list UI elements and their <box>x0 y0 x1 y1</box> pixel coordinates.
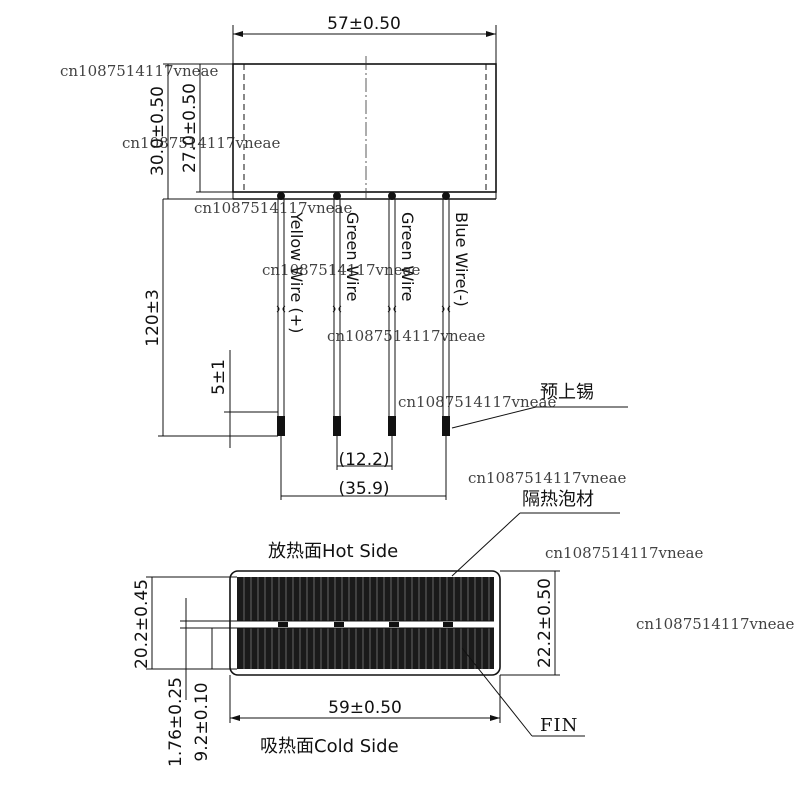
band-connectors <box>278 622 453 627</box>
foam-leader <box>451 512 521 577</box>
watermark-7: cn1087514117vneae <box>468 469 626 487</box>
watermark-3: cn1087514117vneae <box>194 199 352 217</box>
pretin-label: 预上锡 <box>540 382 594 403</box>
wire-green-2 <box>387 192 397 436</box>
watermark-5: cn1087514117vneae <box>327 327 485 345</box>
wire-label-yellow: Yellow Wire (+) <box>287 211 306 333</box>
center-band <box>237 621 494 628</box>
wire-label-green-2: Green Wire <box>398 212 417 302</box>
wire-label-green-1: Green Wire <box>343 212 362 302</box>
dim-left-height-label: 20.2±0.45 <box>132 579 152 669</box>
watermark-4: cn1087514117vneae <box>262 261 420 279</box>
watermarks: cn1087514117vneae cn1087514117vneae cn10… <box>60 62 794 633</box>
dim-half-label: 9.2±0.10 <box>192 682 212 761</box>
side-view: 57±0.50 30.0±0.50 27.0±0.50 <box>143 14 628 500</box>
hot-panel <box>237 577 494 621</box>
wire-blue <box>441 192 451 436</box>
foam-label: 隔热泡材 <box>522 489 594 510</box>
dim-width-label: 57±0.50 <box>327 14 401 34</box>
module-body <box>232 63 497 193</box>
dim-total-height-label: 30.0±0.50 <box>148 86 168 176</box>
watermark-9: cn1087514117vneae <box>636 615 794 633</box>
hot-side-label: 放热面Hot Side <box>268 541 398 562</box>
dim-body-height-label: 27.0±0.50 <box>180 83 200 173</box>
top-view: 放热面Hot Side 隔热泡材 <box>132 489 620 767</box>
wire-green-1 <box>332 192 342 436</box>
watermark-2: cn1087514117vneae <box>122 134 280 152</box>
cold-panel <box>237 628 494 669</box>
watermark-6: cn1087514117vneae <box>398 393 556 411</box>
fin-label: FIN <box>540 715 578 736</box>
dim-outer-pitch-label: (35.9) <box>338 479 389 499</box>
wire-yellow <box>276 192 286 436</box>
dim-gap-label: 1.76±0.25 <box>166 677 186 767</box>
pretin-leader <box>451 406 537 429</box>
dim-lead-label: 120±3 <box>143 289 163 347</box>
dim-bottom-width-label: 59±0.50 <box>328 698 402 718</box>
dim-tin-label: 5±1 <box>209 359 229 395</box>
module-frame <box>229 570 501 676</box>
dim-right-height-label: 22.2±0.50 <box>535 578 555 668</box>
watermark-1: cn1087514117vneae <box>60 62 218 80</box>
dim-inner-pitch-label: (12.2) <box>338 450 389 470</box>
wire-label-blue: Blue Wire(-) <box>452 212 471 307</box>
cold-side-label: 吸热面Cold Side <box>260 736 399 757</box>
watermark-8: cn1087514117vneae <box>545 544 703 562</box>
fin-leader <box>461 647 533 737</box>
